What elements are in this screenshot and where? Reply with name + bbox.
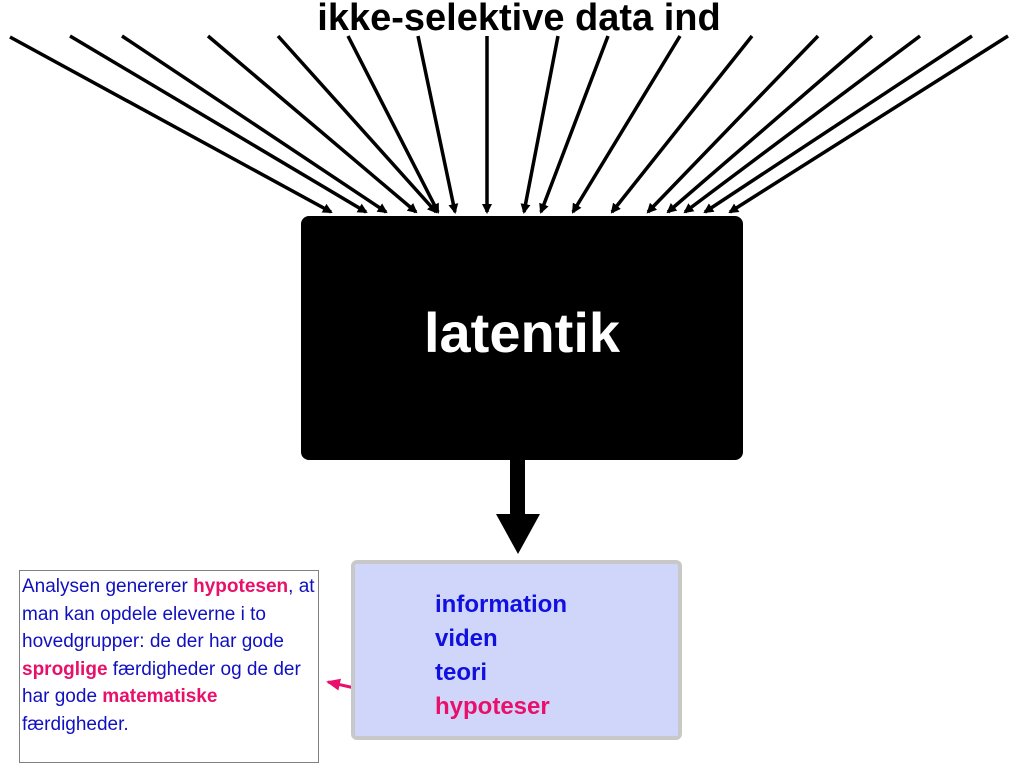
input-arrow-13 — [646, 34, 820, 214]
output-list: information viden teori hypoteser — [435, 588, 567, 724]
note-highlight-sproglige: sproglige — [22, 658, 108, 680]
input-arrow-12 — [610, 34, 754, 214]
input-arrow-7 — [416, 35, 459, 214]
input-arrow-1 — [9, 35, 333, 214]
output-box: information viden teori hypoteser — [351, 560, 682, 740]
note-part-4: færdigheder. — [22, 713, 129, 735]
output-arrow-head — [496, 514, 540, 554]
input-arrow-2 — [69, 34, 368, 214]
output-item-information: information — [435, 591, 567, 618]
input-arrows — [9, 34, 1009, 214]
input-arrow-10 — [539, 35, 610, 214]
input-arrow-15 — [683, 34, 922, 214]
note-highlight-hypotesen: hypotesen — [193, 576, 289, 597]
note-box: Analysen genererer hypotesen, at man kan… — [19, 570, 319, 763]
note-part-3: færdigheder og de der har gode — [22, 658, 301, 708]
input-arrow-4 — [206, 34, 418, 214]
input-arrow-9 — [520, 35, 560, 214]
output-item-hypoteser: hypoteser — [435, 693, 550, 720]
note-part-2: , at man kan opdele eleverne i to hovedg… — [22, 576, 315, 652]
latentik-label: latentik — [423, 300, 621, 364]
input-arrow-11 — [571, 35, 682, 214]
input-arrow-6 — [346, 35, 440, 214]
output-item-teori: teori — [435, 659, 488, 686]
note-highlight-matematiske: matematiske — [102, 686, 218, 707]
latentik-box: latentik — [301, 216, 743, 460]
output-arrow-shaft — [510, 460, 525, 516]
output-item-viden: viden — [435, 625, 498, 652]
input-arrow-17 — [728, 34, 1009, 214]
input-arrow-3 — [121, 34, 388, 214]
input-arrow-16 — [703, 34, 973, 214]
note-part-1: Analysen genererer — [22, 576, 194, 597]
input-arrow-14 — [666, 34, 874, 214]
diagram-title: ikke-selektive data ind — [317, 0, 721, 39]
note-text: Analysen genererer hypotesen, at man kan… — [22, 573, 318, 738]
input-arrow-5 — [276, 34, 438, 214]
